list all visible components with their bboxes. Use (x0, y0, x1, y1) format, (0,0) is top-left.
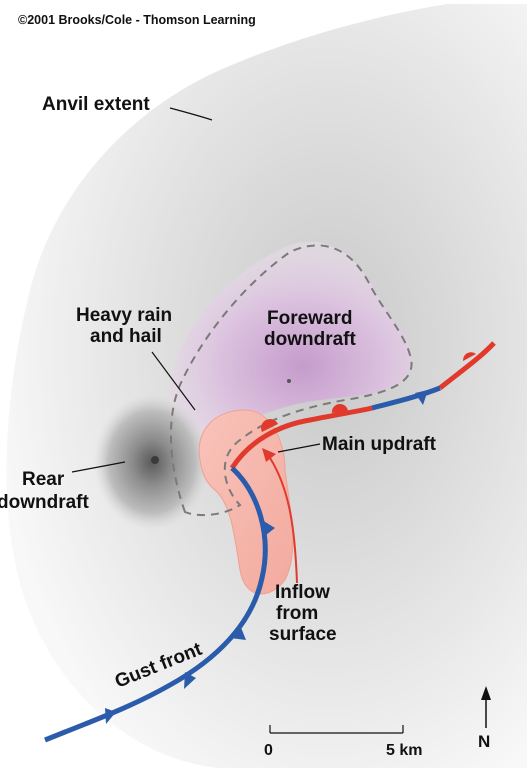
warm-front-bump (331, 403, 348, 413)
label-and-hail: and hail (90, 326, 162, 347)
label-foreward-downdraft: downdraft (264, 329, 356, 350)
label-rear: Rear (22, 469, 65, 490)
warm-front-bump (261, 419, 278, 432)
scale-end-label: 5 km (386, 742, 422, 759)
label-main-updraft: Main updraft (322, 434, 437, 455)
cold-front-barb (184, 672, 196, 689)
inflow-arrowhead (262, 448, 276, 462)
rear-downdraft-leader (71, 461, 126, 473)
cold-front-barb (262, 520, 275, 538)
cold-front-barb (230, 625, 246, 640)
label-anvil-extent: Anvil extent (42, 94, 150, 115)
heavy-rain-leader (151, 351, 196, 411)
forward-downdraft-center (287, 379, 291, 383)
north-arrow-icon (481, 686, 491, 700)
precipitation-boundary (169, 244, 413, 517)
credit-line: ©2001 Brooks/Cole - Thomson Learning (18, 13, 256, 27)
cold-front-east (371, 385, 441, 411)
anvil-leader (169, 107, 213, 121)
warm-front-east (438, 341, 496, 390)
label-inflow: Inflow (275, 582, 330, 603)
main-updraft-leader (277, 443, 321, 453)
scale-start-label: 0 (264, 742, 273, 759)
north-label: N (478, 732, 490, 751)
cold-front-barb (415, 390, 428, 405)
forward-downdraft-region (170, 241, 412, 434)
label-rear-downdraft: downdraft (0, 492, 89, 513)
inflow-arrow (269, 457, 298, 584)
cold-front-barb (105, 708, 116, 724)
label-heavy-rain: Heavy rain (76, 305, 172, 326)
label-foreward: Foreward (267, 308, 353, 329)
warm-front-bump (462, 352, 476, 361)
label-from: from (276, 603, 318, 624)
rear-downdraft-center (151, 456, 159, 464)
warm-front-west (229, 405, 373, 470)
label-surface: surface (269, 624, 337, 645)
